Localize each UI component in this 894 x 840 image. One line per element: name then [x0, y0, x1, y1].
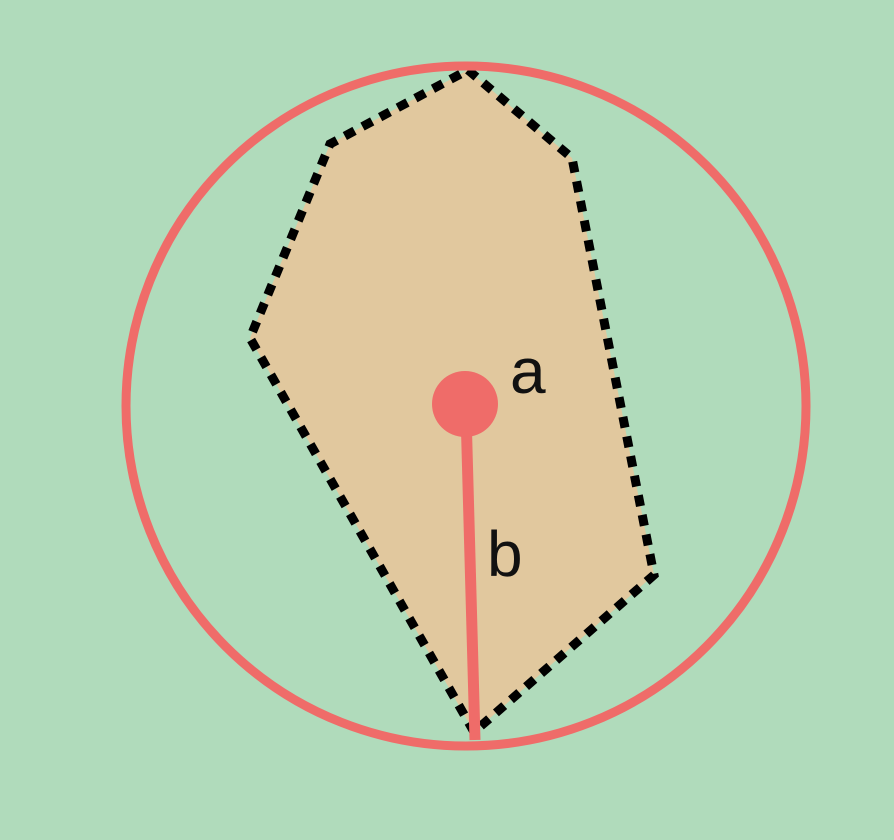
- center-point: [432, 371, 498, 437]
- label-a: a: [510, 335, 546, 407]
- enclosing-circle: [121, 61, 811, 751]
- label-b: b: [487, 518, 523, 590]
- radius-line: [460, 411, 481, 741]
